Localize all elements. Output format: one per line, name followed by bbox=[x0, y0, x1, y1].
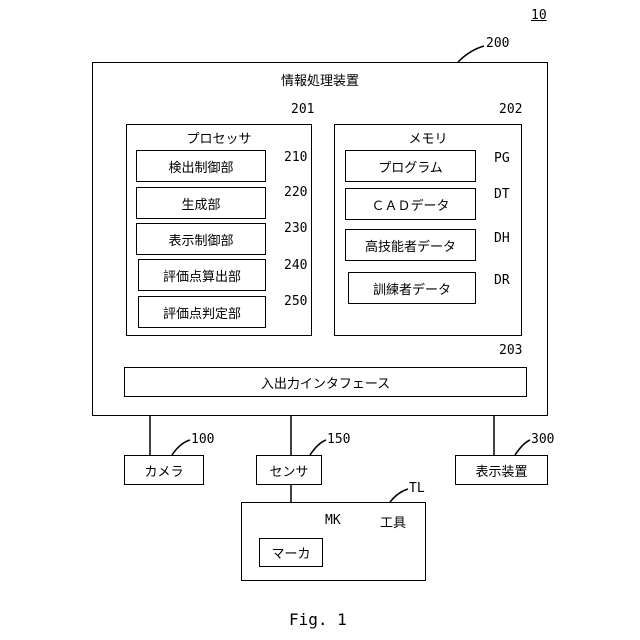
camera-box: カメラ bbox=[124, 455, 204, 485]
figure-caption: Fig. 1 bbox=[289, 610, 347, 629]
info-processing-device-ref: 200 bbox=[486, 36, 509, 51]
processor-unit-detection-control: 検出制御部 bbox=[136, 150, 266, 182]
memory-item-expert-data: 高技能者データ bbox=[345, 229, 476, 261]
sensor-ref: 150 bbox=[327, 432, 350, 447]
tool-ref: TL bbox=[409, 481, 425, 496]
marker-box: マーカ bbox=[259, 538, 323, 567]
processor-unit-display-control: 表示制御部 bbox=[136, 223, 266, 255]
display-device-ref: 300 bbox=[531, 432, 554, 447]
sensor-box: センサ bbox=[256, 455, 322, 485]
camera-ref: 100 bbox=[191, 432, 214, 447]
display-device-box: 表示装置 bbox=[455, 455, 548, 485]
info-processing-device-title: 情報処理装置 bbox=[92, 70, 548, 89]
unit-ref-220: 220 bbox=[284, 185, 307, 200]
marker-ref: MK bbox=[325, 513, 341, 528]
processor-unit-score-calculation: 評価点算出部 bbox=[138, 259, 266, 291]
tool-title: 工具 bbox=[380, 512, 406, 531]
memory-ref-dr: DR bbox=[494, 273, 510, 288]
processor-unit-score-judgment: 評価点判定部 bbox=[138, 296, 266, 328]
unit-ref-250: 250 bbox=[284, 294, 307, 309]
processor-title: プロセッサ bbox=[126, 128, 312, 147]
memory-ref-pg: PG bbox=[494, 151, 510, 166]
system-ref-label: 10 bbox=[531, 8, 547, 23]
memory-ref-dh: DH bbox=[494, 231, 510, 246]
unit-ref-230: 230 bbox=[284, 221, 307, 236]
io-interface-box: 入出力インタフェース bbox=[124, 367, 527, 397]
io-interface-ref: 203 bbox=[499, 343, 522, 358]
memory-title: メモリ bbox=[334, 128, 522, 147]
unit-ref-210: 210 bbox=[284, 150, 307, 165]
memory-item-trainee-data: 訓練者データ bbox=[348, 272, 476, 304]
memory-item-cad-data: ＣＡＤデータ bbox=[345, 188, 476, 220]
memory-ref-dt: DT bbox=[494, 187, 510, 202]
processor-unit-generation: 生成部 bbox=[136, 187, 266, 219]
unit-ref-240: 240 bbox=[284, 258, 307, 273]
processor-ref: 201 bbox=[291, 102, 314, 117]
memory-ref: 202 bbox=[499, 102, 522, 117]
memory-item-program: プログラム bbox=[345, 150, 476, 182]
